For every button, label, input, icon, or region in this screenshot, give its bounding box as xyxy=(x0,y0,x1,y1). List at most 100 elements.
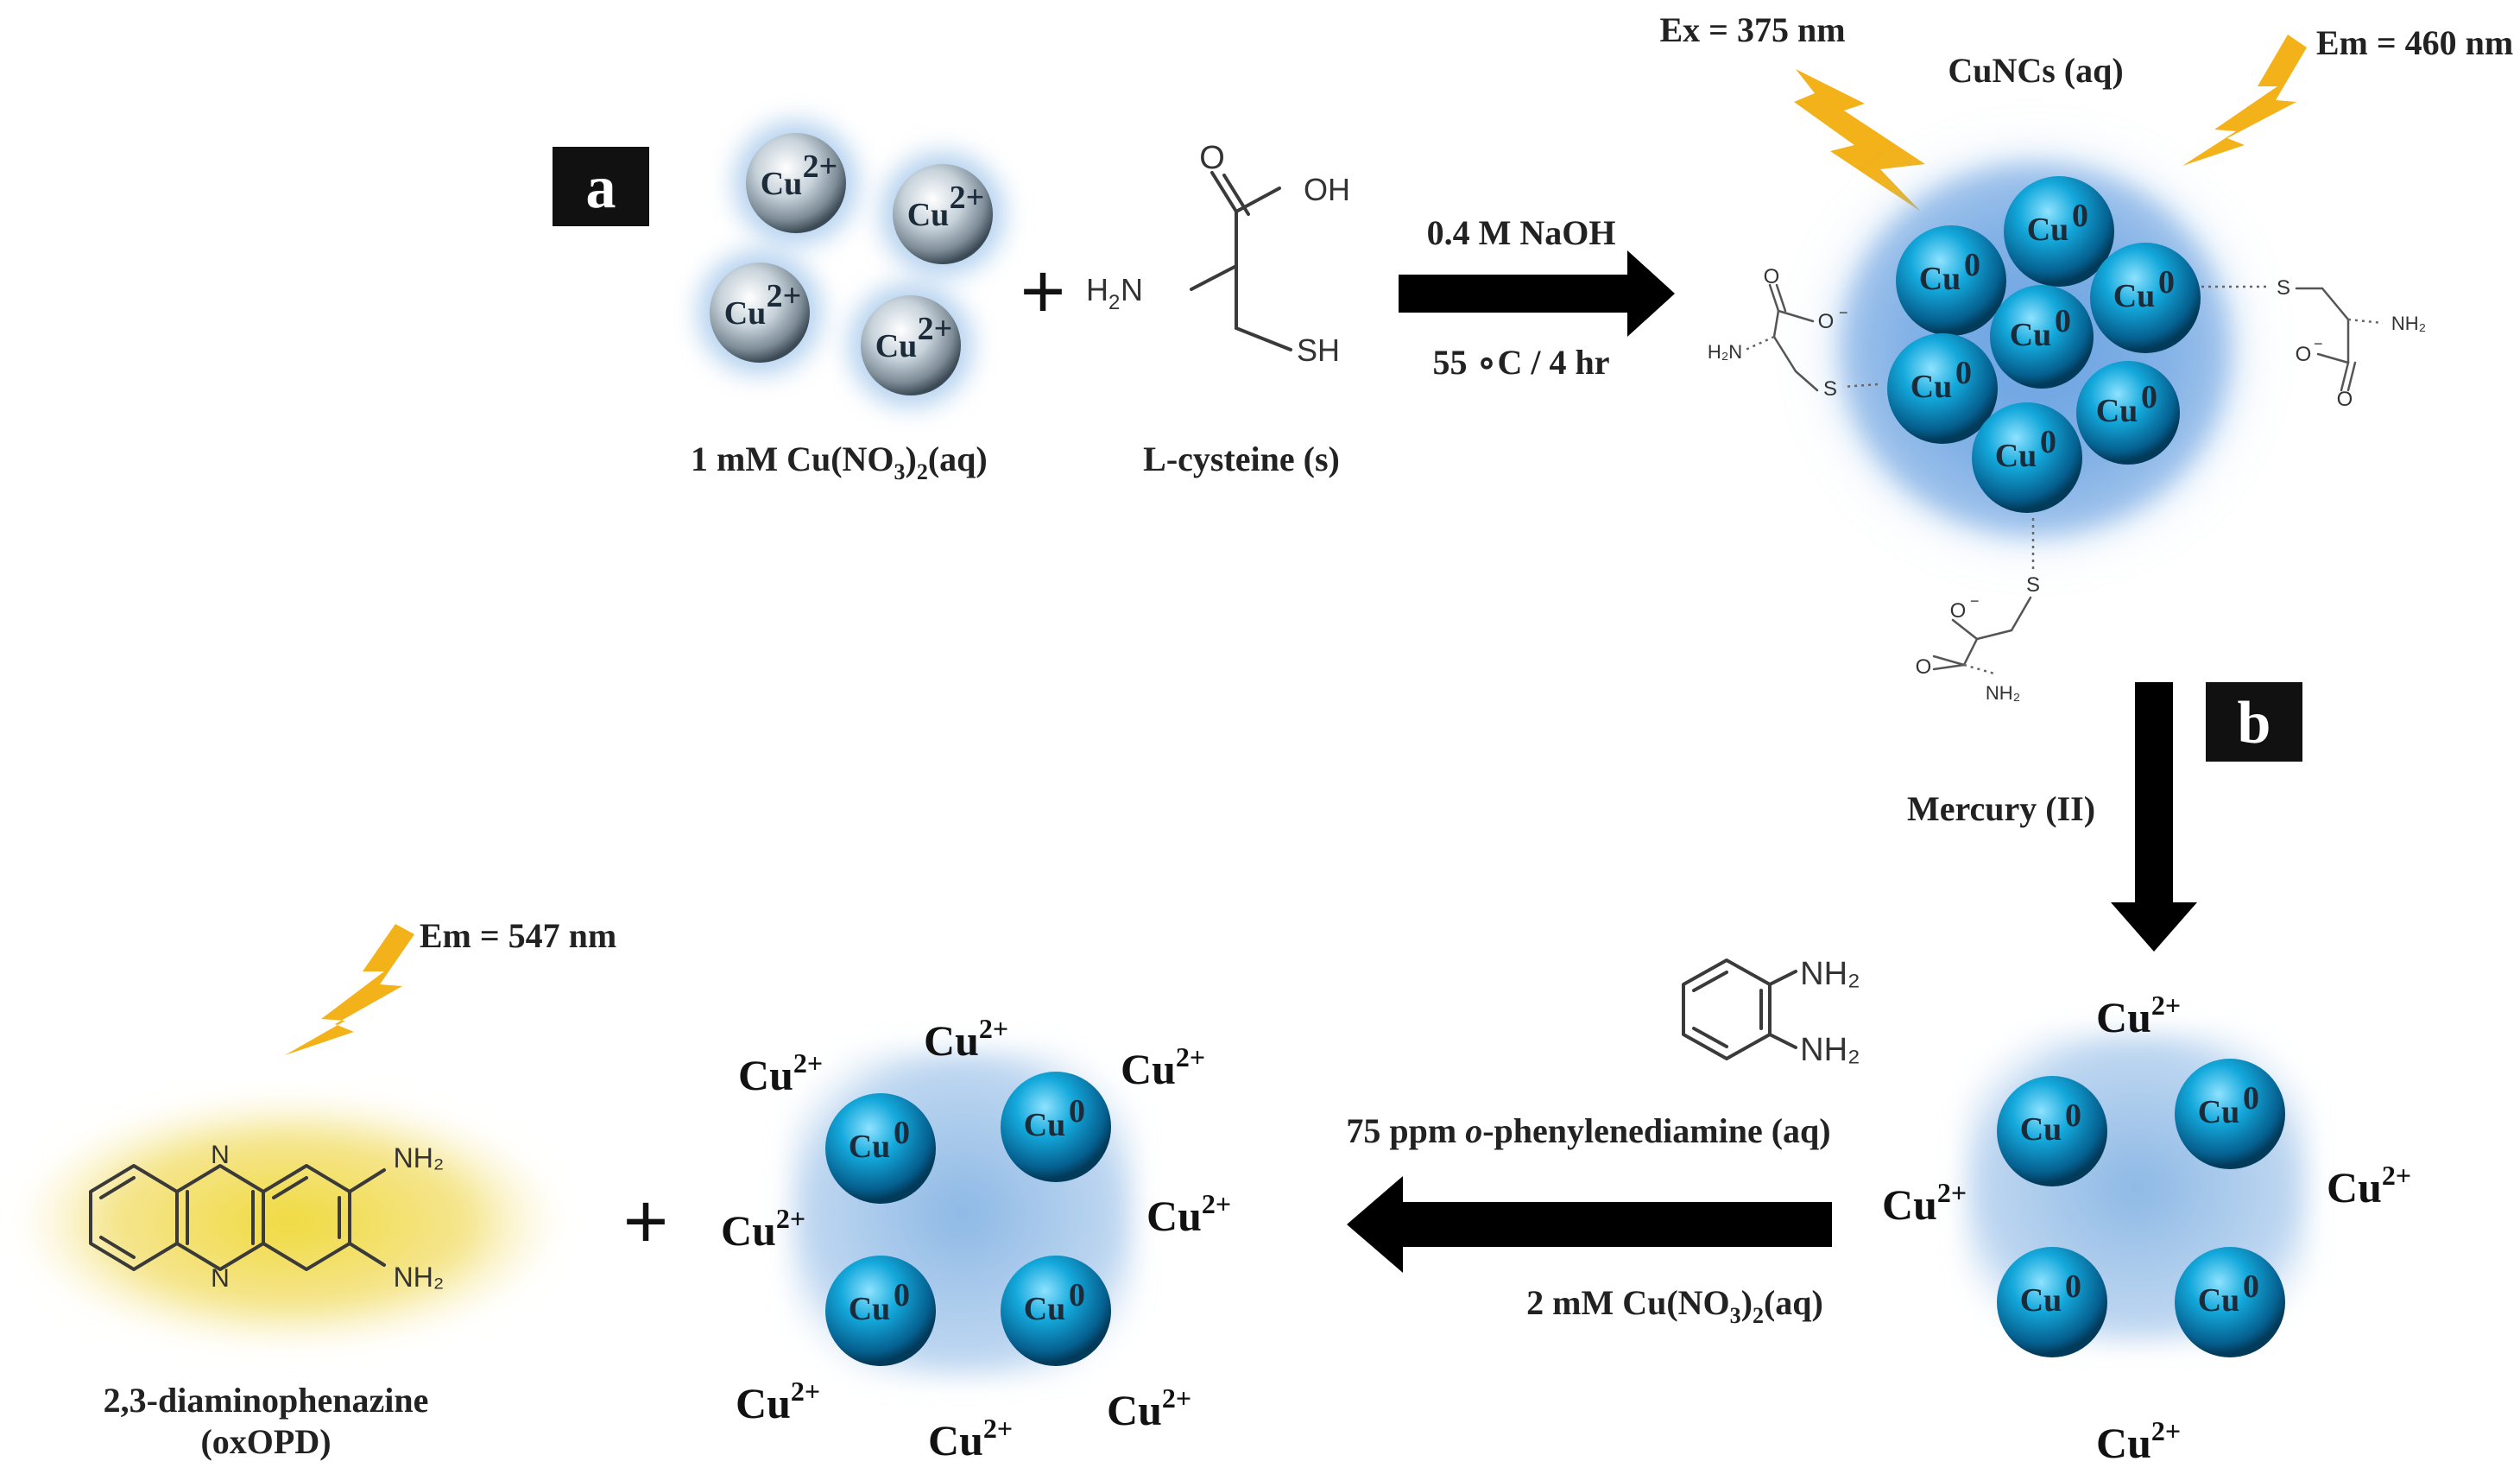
diaminophenazine-structure: N N NH₂ NH₂ xyxy=(89,1141,445,1293)
condition-naoh: 0.4 M NaOH xyxy=(1427,213,1616,252)
copper-nitrate-condition: 2 mM Cu(NO3)2(aq) xyxy=(1526,1283,1823,1328)
panel-a-tag: a xyxy=(553,147,649,226)
cu0-core-sphere: Cu 0 xyxy=(1990,285,2094,389)
o-phenylenediamine-structure: NH₂ NH₂ xyxy=(1682,956,1860,1068)
svg-text:0: 0 xyxy=(2065,1098,2081,1134)
cysteine-ligand-left: S O O − H₂N xyxy=(1708,265,1879,401)
svg-text:O: O xyxy=(1199,140,1225,176)
svg-text:Cu: Cu xyxy=(724,295,767,332)
svg-text:O: O xyxy=(1950,599,1967,623)
svg-text:Cu2+: Cu2+ xyxy=(2327,1160,2411,1211)
svg-text:0: 0 xyxy=(1069,1093,1085,1129)
svg-text:O: O xyxy=(2296,343,2312,366)
svg-text:0: 0 xyxy=(1964,247,1980,283)
panel-b-tag: b xyxy=(2206,682,2302,762)
arrow-step-a xyxy=(1399,250,1675,337)
svg-text:Cu: Cu xyxy=(1024,1107,1066,1143)
svg-text:0: 0 xyxy=(2158,264,2175,300)
svg-text:N: N xyxy=(1121,272,1143,307)
reactant2-label: L-cysteine (s) xyxy=(1143,440,1340,478)
svg-text:Cu2+: Cu2+ xyxy=(928,1413,1013,1465)
svg-text:Cu: Cu xyxy=(1911,369,1953,405)
svg-text:−: − xyxy=(2314,335,2323,352)
svg-text:0: 0 xyxy=(1069,1277,1085,1313)
svg-text:N: N xyxy=(211,1264,230,1293)
cu0-core-sphere: Cu 0 xyxy=(2004,176,2114,287)
svg-text:S: S xyxy=(2026,573,2040,597)
svg-text:Cu2+: Cu2+ xyxy=(1107,1382,1191,1434)
cu0-sphere: Cu 0 xyxy=(2175,1059,2285,1169)
svg-text:Cu: Cu xyxy=(2096,393,2138,429)
svg-text:Cu: Cu xyxy=(849,1129,891,1165)
cuncs-cluster: Cu 0 Cu 0 Cu 0 Cu 0 Cu 0 Cu 0 xyxy=(1807,134,2264,566)
svg-text:b: b xyxy=(2238,690,2271,756)
svg-text:O: O xyxy=(2337,388,2353,411)
svg-text:Cu2+: Cu2+ xyxy=(738,1047,823,1099)
svg-text:O: O xyxy=(1764,265,1780,288)
cu2-sphere-3: Cu 2+ xyxy=(698,250,822,375)
arrow-step-b xyxy=(2111,682,2197,952)
svg-text:0: 0 xyxy=(2243,1080,2259,1117)
opd-reagent-label: 75 ppm o-phenylenediamine (aq) xyxy=(1346,1111,1830,1150)
svg-text:0: 0 xyxy=(894,1277,910,1313)
svg-text:−: − xyxy=(1970,592,1980,610)
svg-text:NH₂: NH₂ xyxy=(1986,682,2020,704)
svg-text:Cu2+: Cu2+ xyxy=(924,1013,1008,1065)
svg-text:a: a xyxy=(586,155,616,221)
product-abbreviation: (oxOPD) xyxy=(200,1422,331,1461)
svg-text:N: N xyxy=(211,1141,230,1169)
svg-text:Cu: Cu xyxy=(875,328,918,364)
svg-text:Cu2+: Cu2+ xyxy=(2096,990,2181,1041)
cu0-sphere: Cu 0 xyxy=(1997,1076,2107,1186)
svg-text:0: 0 xyxy=(2055,303,2071,339)
emission-label-460: Em = 460 nm xyxy=(2316,23,2513,62)
svg-text:Cu: Cu xyxy=(2010,317,2052,353)
svg-text:NH₂: NH₂ xyxy=(394,1262,445,1293)
svg-text:2+: 2+ xyxy=(918,311,953,347)
cysteine-ligand-right: S O O − NH₂ xyxy=(2201,276,2426,411)
svg-text:Cu2+: Cu2+ xyxy=(1146,1188,1231,1240)
cu0-sphere: Cu 0 xyxy=(1001,1256,1111,1366)
svg-text:H: H xyxy=(1086,272,1108,307)
svg-text:Cu: Cu xyxy=(2020,1282,2062,1319)
svg-text:O: O xyxy=(1916,655,1932,679)
svg-text:Cu: Cu xyxy=(1919,261,1961,297)
svg-text:Cu2+: Cu2+ xyxy=(721,1203,805,1255)
svg-text:O: O xyxy=(1818,310,1835,333)
svg-text:2: 2 xyxy=(1108,291,1120,314)
plus-sign-c: + xyxy=(623,1179,669,1265)
arrow-step-c xyxy=(1347,1176,1832,1273)
decomposed-cluster: Cu 0 Cu 0 Cu 0 Cu 0 xyxy=(1964,1032,2309,1357)
free-cu2-ions-right: Cu2+ Cu2+ Cu2+ Cu2+ xyxy=(1882,990,2411,1467)
svg-text:S: S xyxy=(1823,377,1837,401)
svg-text:0: 0 xyxy=(2072,198,2088,234)
svg-text:Cu: Cu xyxy=(2020,1111,2062,1148)
condition-temperature: 55 ∘C / 4 hr xyxy=(1432,343,1609,382)
cu0-core-sphere: Cu 0 xyxy=(1887,333,1998,444)
svg-text:NH₂: NH₂ xyxy=(394,1142,445,1174)
free-cu2-ions-middle: Cu2+ Cu2+ Cu2+ Cu2+ Cu2+ Cu2+ Cu2+ Cu2+ xyxy=(721,1013,1231,1465)
svg-text:SH: SH xyxy=(1297,332,1340,368)
cuncs-title: CuNCs (aq) xyxy=(1948,51,2123,90)
reactant1-label: 1 mM Cu(NO3)2(aq) xyxy=(691,440,988,484)
cu2-sphere-2: Cu 2+ xyxy=(881,152,1005,276)
plus-sign-a: + xyxy=(1020,249,1066,335)
excitation-label: Ex = 375 nm xyxy=(1659,10,1845,49)
svg-text:OH: OH xyxy=(1304,172,1350,207)
cu0-core-sphere: Cu 0 xyxy=(2076,361,2180,465)
svg-text:0: 0 xyxy=(2141,379,2157,415)
l-cysteine-structure: O OH H 2 N SH xyxy=(1086,140,1350,368)
mercury-reagent: Mercury (II) xyxy=(1907,789,2095,828)
svg-text:H₂N: H₂N xyxy=(1708,341,1742,363)
svg-text:0: 0 xyxy=(894,1115,910,1151)
svg-text:2+: 2+ xyxy=(950,180,985,216)
product-glow xyxy=(13,1092,565,1351)
product-emission-label: Em = 547 nm xyxy=(420,916,616,955)
svg-text:Cu: Cu xyxy=(2198,1282,2240,1319)
cysteine-ligand-bottom: S O − O NH₂ xyxy=(1916,518,2040,704)
cu2-sphere-4: Cu 2+ xyxy=(849,283,973,408)
excitation-bolt-icon xyxy=(1794,69,1925,212)
svg-text:Cu2+: Cu2+ xyxy=(736,1376,820,1427)
cu0-sphere: Cu 0 xyxy=(825,1256,936,1366)
